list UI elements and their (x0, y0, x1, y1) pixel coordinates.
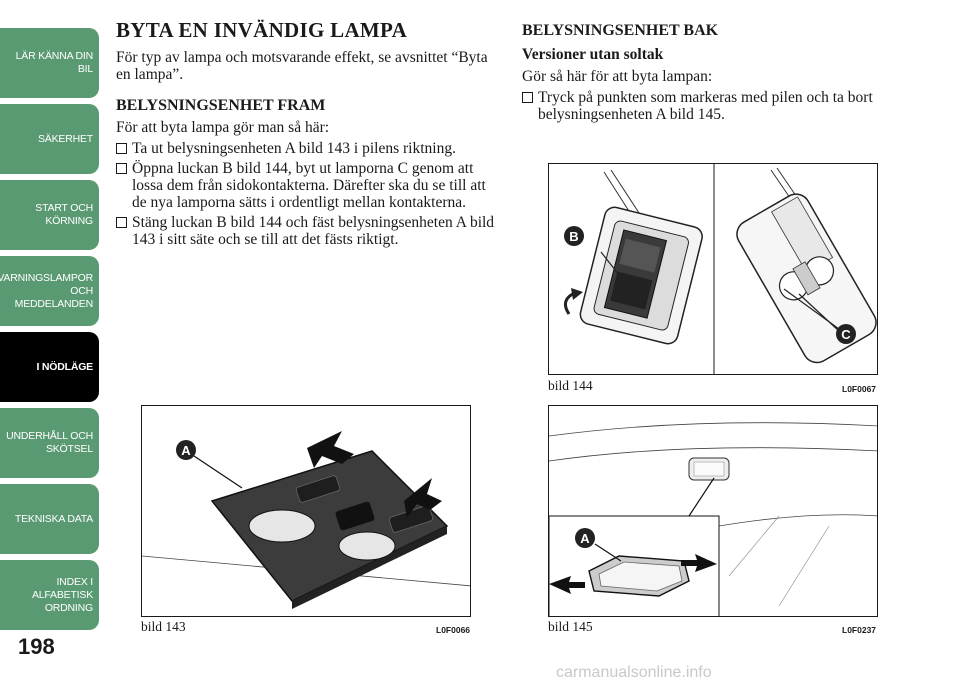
tab-varningslampor[interactable]: VARNINGSLAMPOR OCH MEDDELANDEN (0, 256, 99, 326)
figure-144-caption: bild 144 (548, 378, 593, 393)
rear-section-heading: BELYSNINGSENHET BAK (522, 22, 719, 39)
tab-start-och-korning[interactable]: START OCH KÖRNING (0, 180, 99, 250)
callout-a-label: A (181, 443, 191, 458)
figure-144-code: L0F0067 (842, 384, 877, 394)
rear-steps: Tryck på punkten som markeras med pilen … (522, 89, 922, 123)
tab-i-nodlage[interactable]: I NÖDLÄGE (0, 332, 99, 402)
page-number: 198 (18, 634, 55, 659)
rear-lead: Gör så här för att byta lampan: (522, 68, 713, 85)
callout-a-label: A (580, 531, 590, 546)
intro-paragraph: För typ av lampa och motsvarande effekt,… (116, 49, 488, 83)
figure-145: A (548, 405, 878, 617)
callout-a-circle (176, 440, 196, 460)
checkbox-bullet-icon (116, 217, 127, 228)
list-item: Stäng luckan B bild 144 och fäst belysni… (116, 214, 496, 248)
callout-c-label: C (841, 327, 851, 342)
callout-b-label: B (569, 229, 578, 244)
figure-145-caption: bild 145 (548, 619, 593, 634)
callout-a-circle (575, 528, 595, 548)
figure-145-code: L0F0237 (842, 625, 877, 635)
figure-143-code: L0F0066 (436, 625, 471, 635)
tab-underhall-och-skotsel[interactable]: UNDERHÅLL OCH SKÖTSEL (0, 408, 99, 478)
figure-145-illustration: A (549, 422, 877, 616)
arrow-icon (549, 576, 585, 594)
list-item: Ta ut belysningsenheten A bild 143 i pil… (116, 140, 496, 157)
chapter-sidebar: LÄR KÄNNA DIN BIL SÄKERHET START OCH KÖR… (0, 0, 100, 640)
callout-c-circle (836, 324, 856, 344)
arrow-icon (307, 431, 354, 468)
variant-heading: Versioner utan soltak (522, 46, 664, 63)
tab-sakerhet[interactable]: SÄKERHET (0, 104, 99, 174)
front-lead: För att byta lampa gör man så här: (116, 119, 330, 136)
figure-143-illustration: A (142, 431, 470, 609)
arrow-icon (404, 478, 442, 518)
front-steps: Ta ut belysningsenheten A bild 143 i pil… (116, 140, 496, 248)
figure-143-caption: bild 143 (141, 619, 186, 634)
tab-tekniska-data[interactable]: TEKNISKA DATA (0, 484, 99, 554)
arrow-icon (681, 554, 717, 572)
tab-index[interactable]: INDEX I ALFABETISK ORDNING (0, 560, 99, 630)
checkbox-bullet-icon (116, 163, 127, 174)
page-title: BYTA EN INVÄNDIG LAMPA (116, 18, 408, 42)
list-item: Öppna luckan B bild 144, byt ut lamporna… (116, 160, 496, 211)
figure-144: B C (548, 163, 878, 375)
callout-b-circle (564, 226, 584, 246)
figure-143: A (141, 405, 471, 617)
tab-lar-kanna-din-bil[interactable]: LÄR KÄNNA DIN BIL (0, 28, 99, 98)
checkbox-bullet-icon (116, 143, 127, 154)
right-column: BELYSNINGSENHET BAK Versioner utan solta… (522, 22, 922, 126)
left-column: BYTA EN INVÄNDIG LAMPA För typ av lampa … (116, 18, 496, 251)
front-section-heading: BELYSNINGSENHET FRAM (116, 97, 326, 114)
figure-144-illustration: B C (563, 164, 877, 374)
watermark: carmanualsonline.info (556, 664, 712, 681)
list-item: Tryck på punkten som markeras med pilen … (522, 89, 922, 123)
checkbox-bullet-icon (522, 92, 533, 103)
